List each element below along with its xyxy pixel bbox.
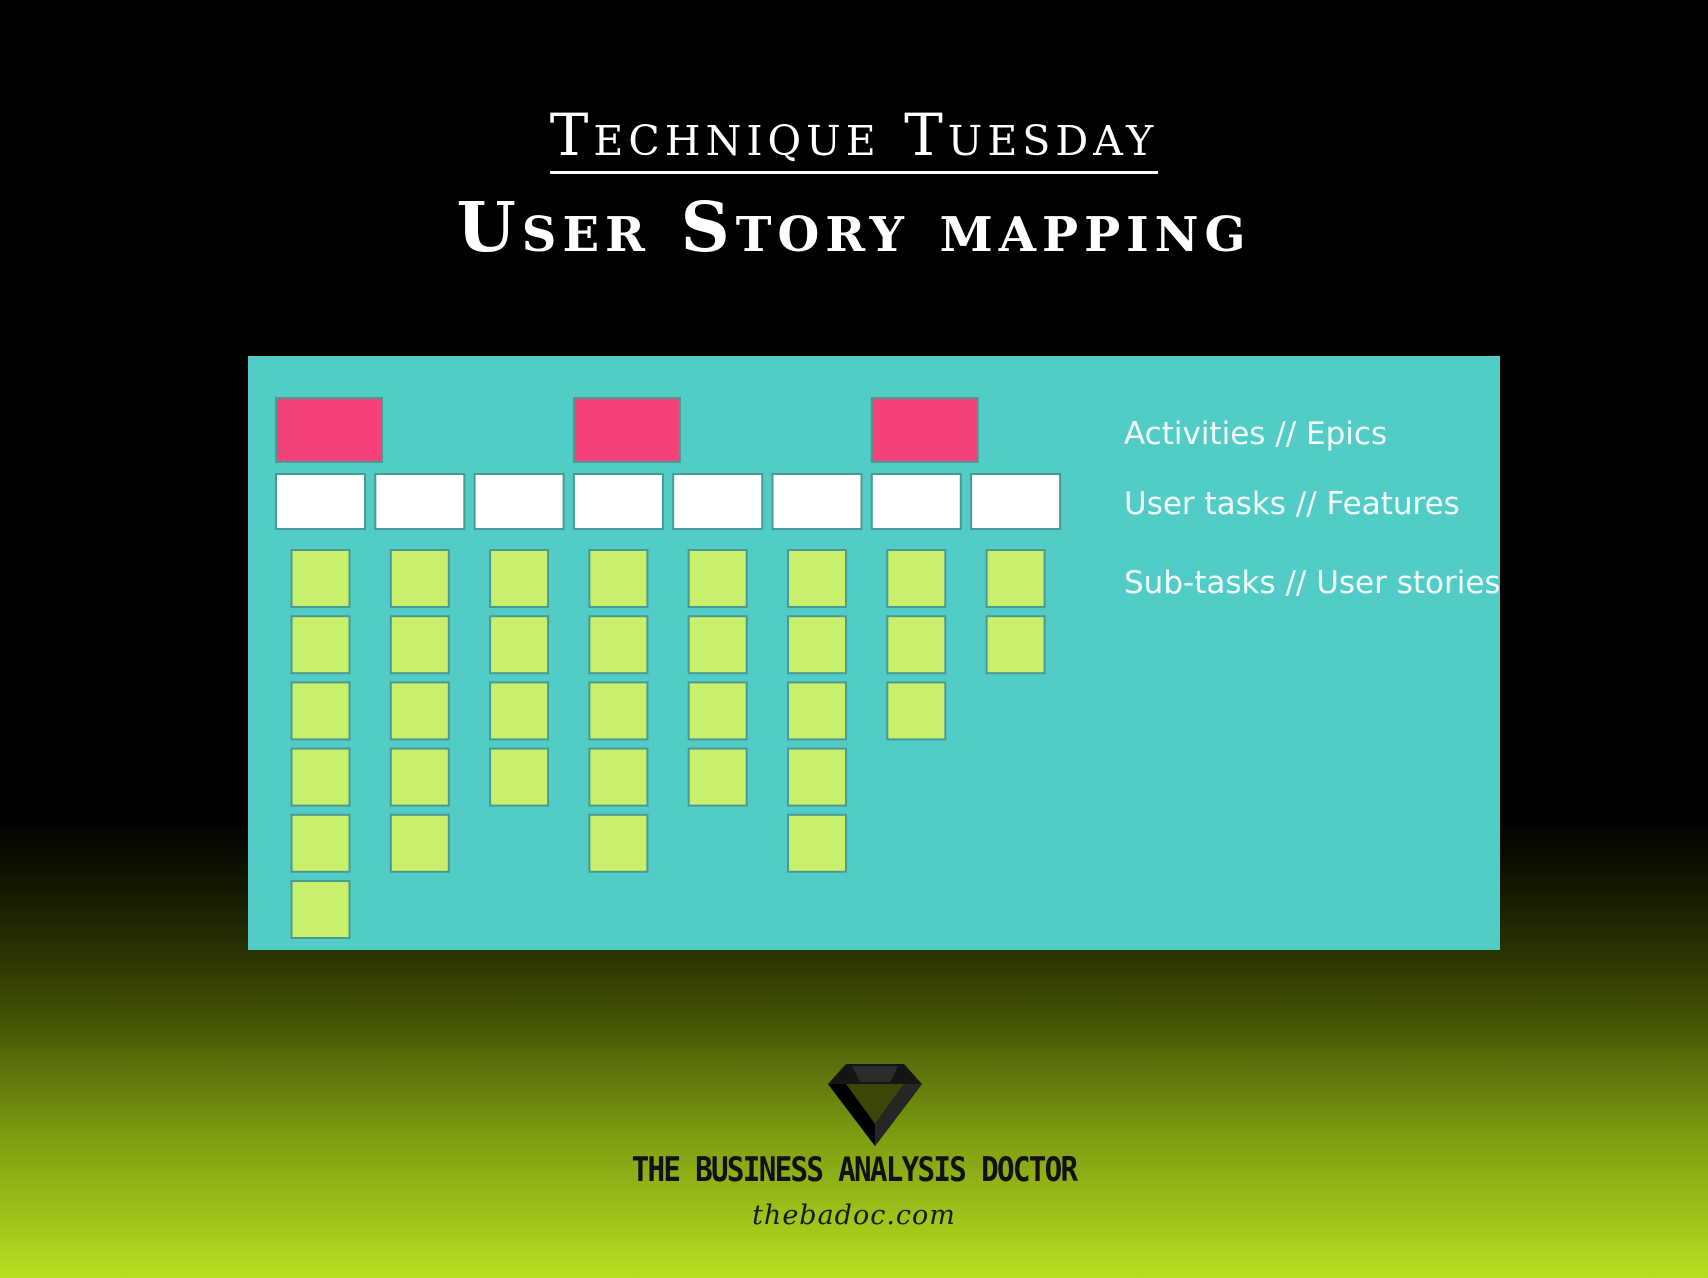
activity-card-1 [275,397,383,463]
story-card-1-5 [290,813,351,873]
brand-url: thebadoc.com [752,1200,956,1231]
story-card-6-3 [787,681,847,741]
task-card-2 [374,473,466,530]
story-card-1-3 [290,681,351,741]
story-card-4-2 [588,615,649,675]
story-card-1-4 [290,747,351,807]
task-card-7 [870,473,962,530]
brand-name: THE BUSINESS ANALYSIS DOCTOR [631,1150,1078,1190]
task-card-5 [672,473,764,530]
series-title-text: Technique Tuesday [549,101,1159,174]
page-title: User Story mapping [456,188,1252,268]
diamond-logo-icon [828,1064,922,1146]
story-card-2-2 [389,615,450,675]
story-card-5-1 [687,549,748,608]
story-map-diagram: Activities // Epics User tasks // Featur… [248,356,1501,950]
story-card-5-3 [687,681,748,741]
story-card-7-1 [886,549,947,608]
story-card-7-3 [886,681,947,741]
story-card-6-4 [787,747,847,807]
story-card-4-4 [588,747,649,807]
story-card-2-1 [389,549,450,608]
story-card-8-2 [985,615,1046,675]
story-card-5-4 [687,747,748,807]
activity-card-3 [870,397,979,463]
task-card-6 [771,473,863,530]
story-card-3-3 [489,681,550,741]
sub-tasks-label: Sub-tasks // User stories [1124,565,1501,601]
story-card-3-2 [489,615,550,675]
user-tasks-label: User tasks // Features [1124,486,1460,522]
story-card-6-1 [787,549,847,608]
story-card-6-5 [787,813,847,873]
story-card-3-1 [489,549,550,608]
story-card-1-2 [290,615,351,675]
activities-label: Activities // Epics [1124,416,1388,452]
task-card-3 [473,473,565,530]
story-card-4-1 [588,549,649,608]
story-card-3-4 [489,747,550,807]
series-title: Technique Tuesday [0,100,1708,174]
story-map-canvas [275,397,1062,939]
story-card-4-3 [588,681,649,741]
story-card-2-5 [389,813,450,873]
story-card-6-2 [787,615,847,675]
story-card-1-1 [290,549,351,608]
activity-card-2 [572,397,681,463]
story-card-4-5 [588,813,649,873]
task-card-1 [275,473,366,530]
story-card-2-3 [389,681,450,741]
task-card-4 [572,473,664,530]
story-card-8-1 [985,549,1046,608]
task-card-8 [970,473,1062,530]
story-card-5-2 [687,615,748,675]
story-card-1-6 [290,880,351,939]
story-card-2-4 [389,747,450,807]
story-card-7-2 [886,615,947,675]
